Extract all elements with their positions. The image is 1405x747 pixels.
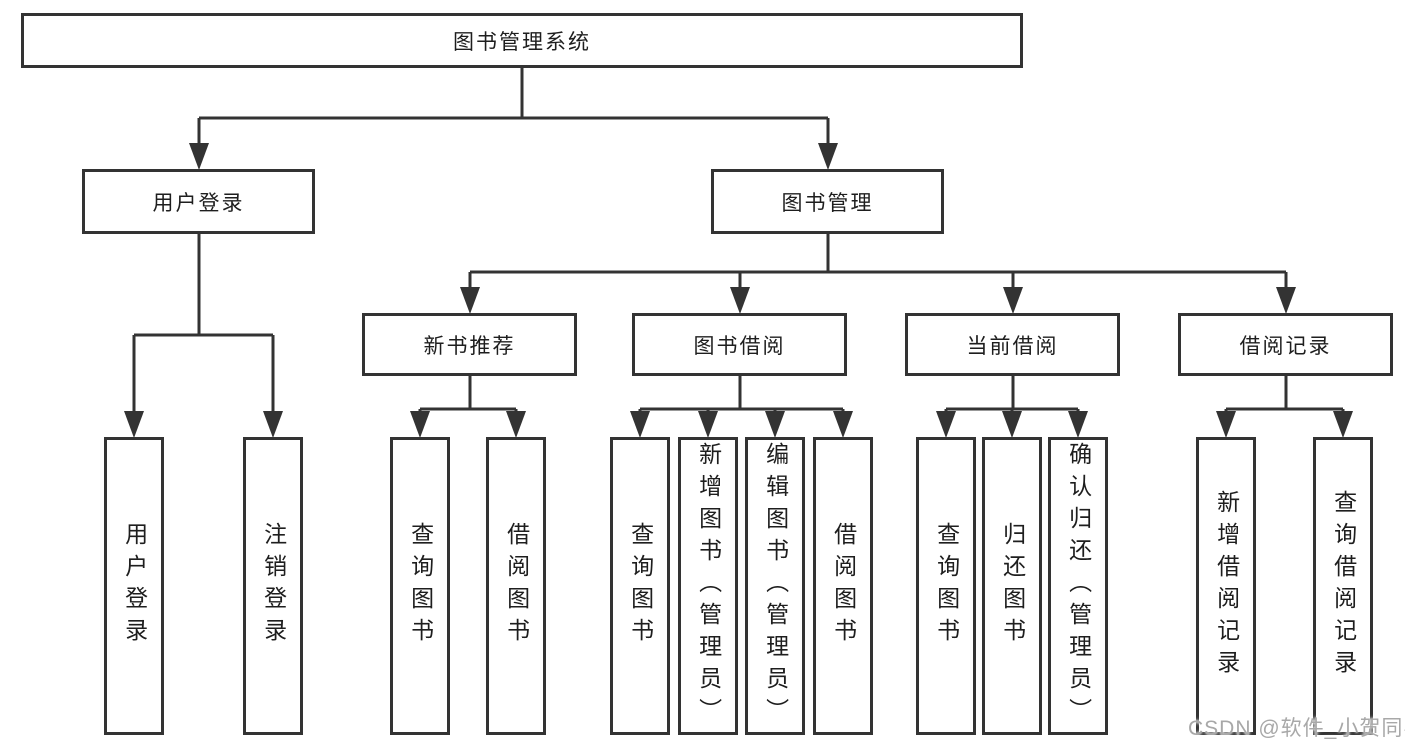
connector-current-to-leaves xyxy=(936,376,1088,438)
leaf-newbook-borrow-books: 借阅图书 xyxy=(486,437,546,735)
leaf-record-query: 查询借阅记录 xyxy=(1313,437,1373,735)
arrowhead-down-icon xyxy=(263,411,283,438)
leaf-label: 查询图书 xyxy=(627,522,654,650)
leaf-user-login: 用户登录 xyxy=(104,437,164,735)
leaf-label: 查询图书 xyxy=(407,522,434,650)
arrowhead-down-icon xyxy=(730,287,750,314)
connector-newbook-to-leaves xyxy=(410,376,526,438)
connector-root-to-level2 xyxy=(189,68,838,170)
arrowhead-down-icon xyxy=(410,411,430,438)
arrowhead-down-icon xyxy=(765,411,785,438)
arrowhead-down-icon xyxy=(1333,411,1353,438)
arrowhead-down-icon xyxy=(1003,287,1023,314)
leaf-user-logout: 注销登录 xyxy=(243,437,303,735)
arrowhead-down-icon xyxy=(1276,287,1296,314)
leaf-label: 归还图书 xyxy=(999,522,1026,650)
connector-borrow-to-leaves xyxy=(630,376,853,438)
connector-bookmgmt-to-level3 xyxy=(460,234,1296,314)
arrowhead-down-icon xyxy=(936,411,956,438)
arrowhead-down-icon xyxy=(189,143,209,170)
node-borrow-records: 借阅记录 xyxy=(1178,313,1393,376)
leaf-label: 借阅图书 xyxy=(830,522,857,650)
leaf-label: 用户登录 xyxy=(121,522,148,650)
node-book-borrow: 图书借阅 xyxy=(632,313,847,376)
leaf-newbook-query-books: 查询图书 xyxy=(390,437,450,735)
leaf-borrow-borrow-books: 借阅图书 xyxy=(813,437,873,735)
arrowhead-down-icon xyxy=(833,411,853,438)
csdn-watermark: CSDN @软件_小贺同学 xyxy=(1188,717,1405,740)
arrowhead-down-icon xyxy=(698,411,718,438)
arrowhead-down-icon xyxy=(460,287,480,314)
leaf-current-query-books: 查询图书 xyxy=(916,437,976,735)
leaf-label: 确认归还（管理员） xyxy=(1065,442,1092,730)
leaf-label: 新增图书（管理员） xyxy=(695,442,722,730)
leaf-label: 借阅图书 xyxy=(503,522,530,650)
connector-userlogin-to-leaves xyxy=(124,234,283,438)
leaf-label: 查询图书 xyxy=(933,522,960,650)
arrowhead-down-icon xyxy=(1068,411,1088,438)
leaf-label: 查询借阅记录 xyxy=(1330,490,1357,682)
node-root-system: 图书管理系统 xyxy=(21,13,1023,68)
leaf-borrow-query-books: 查询图书 xyxy=(610,437,670,735)
leaf-current-return-books: 归还图书 xyxy=(982,437,1042,735)
arrowhead-down-icon xyxy=(124,411,144,438)
leaf-record-add: 新增借阅记录 xyxy=(1196,437,1256,735)
arrowhead-down-icon xyxy=(1216,411,1236,438)
node-book-management: 图书管理 xyxy=(711,169,944,234)
node-current-borrow: 当前借阅 xyxy=(905,313,1120,376)
arrowhead-down-icon xyxy=(818,143,838,170)
leaf-label: 注销登录 xyxy=(260,522,287,650)
leaf-label: 新增借阅记录 xyxy=(1213,490,1240,682)
arrowhead-down-icon xyxy=(630,411,650,438)
node-new-book-recommend: 新书推荐 xyxy=(362,313,577,376)
arrowhead-down-icon xyxy=(506,411,526,438)
connector-record-to-leaves xyxy=(1216,376,1353,438)
leaf-borrow-add-books-admin: 新增图书（管理员） xyxy=(678,437,738,735)
leaf-label: 编辑图书（管理员） xyxy=(762,442,789,730)
leaf-borrow-edit-books-admin: 编辑图书（管理员） xyxy=(745,437,805,735)
arrowhead-down-icon xyxy=(1002,411,1022,438)
node-user-login: 用户登录 xyxy=(82,169,315,234)
leaf-current-confirm-return-admin: 确认归还（管理员） xyxy=(1048,437,1108,735)
